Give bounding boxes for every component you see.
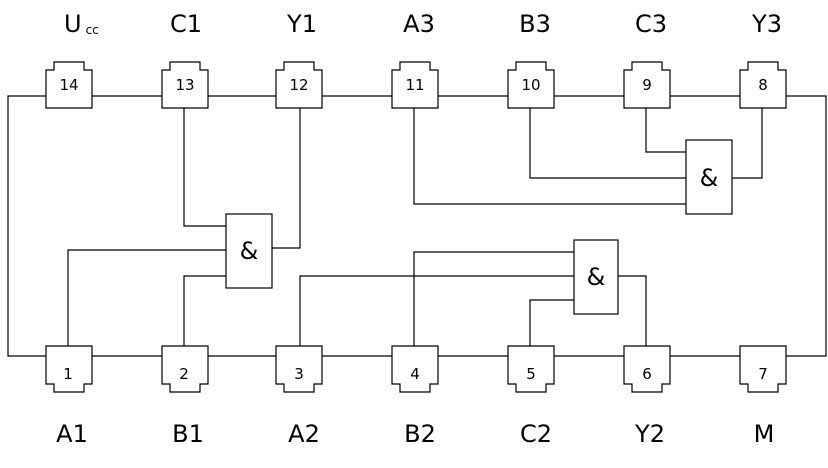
wire-b2-to-gate2 <box>413 251 574 346</box>
pin-6-number: 6 <box>642 365 652 383</box>
pin-6-name: Y2 <box>634 420 665 448</box>
pin-9-body <box>623 61 671 109</box>
gate-2-symbol: & <box>587 263 606 291</box>
wire-c2-to-gate2 <box>529 299 574 346</box>
pin-8-name: Y3 <box>751 10 782 38</box>
pin-14-name-main: U <box>64 10 82 38</box>
pin-12-body <box>275 61 323 109</box>
pin-14-name-sub: cc <box>86 23 99 37</box>
pin-10-body <box>507 61 555 109</box>
wire-right-rail <box>784 95 827 357</box>
pin-11-body <box>391 61 439 109</box>
wire-gate2-to-y2 <box>618 275 647 346</box>
gate-2: & <box>573 239 619 315</box>
pin-8: 8 <box>739 61 787 109</box>
pin-4-number: 4 <box>410 365 420 383</box>
gate-2-box <box>573 239 619 315</box>
pin-8-number: 8 <box>758 76 768 94</box>
gate-1-box <box>225 213 273 289</box>
pin-3-name: A2 <box>288 420 320 448</box>
pin-14-number: 14 <box>59 76 78 94</box>
gate-3: & <box>685 139 733 215</box>
pin-12: 12 <box>275 61 323 109</box>
wire-gate3-to-y3 <box>732 108 763 179</box>
top-pin-row: 14 13 12 11 10 9 8 <box>45 61 787 109</box>
gate-3-box <box>685 139 733 215</box>
pin-7-name: M <box>754 420 775 448</box>
pin-3-body <box>275 345 323 393</box>
pin-14: 14 <box>45 61 93 109</box>
pin-2-body <box>161 345 209 393</box>
wire-top-left-rail <box>7 95 46 357</box>
pin-7-body <box>739 345 787 393</box>
wire-c1-to-gate1 <box>183 108 226 227</box>
pin-11: 11 <box>391 61 439 109</box>
pin-13-number: 13 <box>175 76 194 94</box>
pin-13-body <box>161 61 209 109</box>
pin-4: 4 <box>391 345 439 393</box>
pin-2: 2 <box>161 345 209 393</box>
pin-4-body <box>391 345 439 393</box>
pin-1: 1 <box>45 345 93 393</box>
pin-10: 10 <box>507 61 555 109</box>
pin-13-name: C1 <box>170 10 202 38</box>
wire-c3-to-gate3 <box>645 108 686 153</box>
pin-7: 7 <box>739 345 787 393</box>
pin-1-name: A1 <box>56 420 88 448</box>
pin-5-number: 5 <box>526 365 536 383</box>
pin-11-name: A3 <box>403 10 435 38</box>
gate-1-symbol: & <box>240 237 259 265</box>
pin-9-number: 9 <box>642 76 652 94</box>
pin-5: 5 <box>507 345 555 393</box>
bottom-pin-row: 1 2 3 4 5 6 7 <box>45 345 787 393</box>
bottom-pin-labels: A1 B1 A2 B2 C2 Y2 M <box>56 420 774 448</box>
pin-6-body <box>623 345 671 393</box>
pin-9-name: C3 <box>635 10 667 38</box>
pin-6: 6 <box>623 345 671 393</box>
wire-b3-to-gate3 <box>529 108 686 179</box>
pin-10-name: B3 <box>519 10 551 38</box>
wires <box>7 95 827 357</box>
pin-13: 13 <box>161 61 209 109</box>
pin-1-body <box>45 345 93 393</box>
pin-4-name: B2 <box>404 420 436 448</box>
wire-a1-to-gate1 <box>67 249 226 346</box>
wire-b1-to-gate1 <box>183 275 226 346</box>
wire-gate1-to-y1 <box>272 108 301 249</box>
pin-5-name: C2 <box>520 420 552 448</box>
pin-10-number: 10 <box>521 76 540 94</box>
pin-11-number: 11 <box>405 76 424 94</box>
pin-2-name: B1 <box>172 420 204 448</box>
pin-12-name: Y1 <box>286 10 317 38</box>
pin-3: 3 <box>275 345 323 393</box>
pin-3-number: 3 <box>294 365 304 383</box>
pin-2-number: 2 <box>179 365 189 383</box>
pin-9: 9 <box>623 61 671 109</box>
pin-14-body <box>45 61 93 109</box>
pin-1-number: 1 <box>63 365 73 383</box>
gate-1: & <box>225 213 273 289</box>
pin-5-body <box>507 345 555 393</box>
wire-a3-to-gate3 <box>413 108 686 205</box>
wire-a2-to-gate2 <box>299 275 574 346</box>
pin-12-number: 12 <box>289 76 308 94</box>
gate-3-symbol: & <box>700 164 719 192</box>
pin-8-body <box>739 61 787 109</box>
pin-7-number: 7 <box>758 365 768 383</box>
